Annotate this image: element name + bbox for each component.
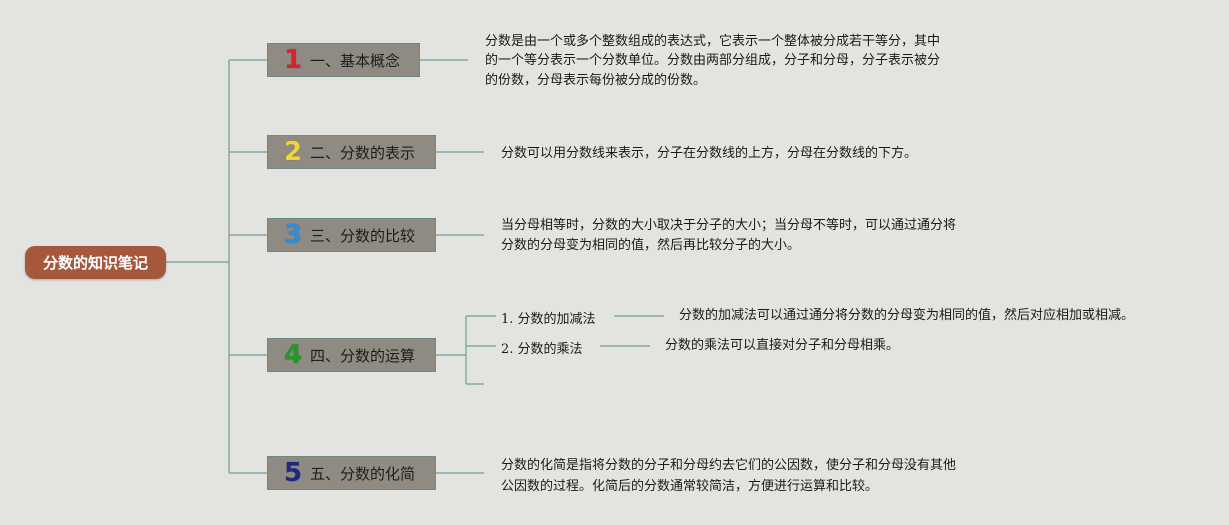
sub-item-addition-description: 分数的加减法可以通过通分将分数的分母变为相同的值，然后对应相加或相减。: [679, 308, 1135, 323]
number-2-icon: 2: [283, 137, 303, 167]
branch-representation[interactable]: 2 二、分数的表示: [267, 135, 436, 169]
sub-item-addition[interactable]: 1. 分数的加减法: [501, 312, 596, 327]
description-line: 当分母相等时，分数的大小取决于分子的大小；当分母不等时，可以通过通分将: [501, 218, 957, 233]
description-line: 的份数，分母表示每份被分成的份数。: [485, 73, 707, 88]
root-label: 分数的知识笔记: [42, 254, 148, 272]
number-1-icon: 1: [283, 45, 303, 75]
root-node[interactable]: 分数的知识笔记: [25, 246, 166, 279]
description-line: 分数是由一个或多个整数组成的表达式，它表示一个整体被分成若干等分，其中: [485, 34, 941, 49]
branch-2-description: 分数可以用分数线来表示，分子在分数线的上方，分母在分数线的下方。: [501, 146, 918, 161]
description-line: 分数的化简是指将分数的分子和分母约去它们的公因数，使分子和分母没有其他: [501, 458, 957, 473]
description-line: 的一个等分表示一个分数单位。分数由两部分组成，分子和分母，分子表示被分: [485, 53, 941, 68]
description-line: 分数的分母变为相同的值，然后再比较分子的大小。: [501, 238, 801, 253]
number-5-icon: 5: [283, 458, 303, 488]
branch-title: 四、分数的运算: [310, 346, 416, 365]
branch-operations[interactable]: 4 四、分数的运算: [267, 338, 436, 372]
number-4-icon: 4: [283, 340, 303, 370]
number-3-icon: 3: [283, 220, 303, 250]
branch-comparison[interactable]: 3 三、分数的比较: [267, 218, 436, 252]
branch-simplification[interactable]: 5 五、分数的化简: [267, 456, 436, 490]
sub-item-multiplication-description: 分数的乘法可以直接对分子和分母相乘。: [665, 338, 900, 353]
sub-item-multiplication[interactable]: 2. 分数的乘法: [501, 342, 583, 357]
branch-title: 三、分数的比较: [310, 226, 416, 245]
branch-title: 五、分数的化简: [310, 464, 416, 483]
description-line: 公因数的过程。化简后的分数通常较简洁，方便进行运算和比较。: [501, 479, 879, 494]
branch-basic-concept[interactable]: 1 一、基本概念: [267, 43, 420, 77]
branch-title: 一、基本概念: [310, 51, 401, 70]
branch-title: 二、分数的表示: [310, 143, 416, 162]
